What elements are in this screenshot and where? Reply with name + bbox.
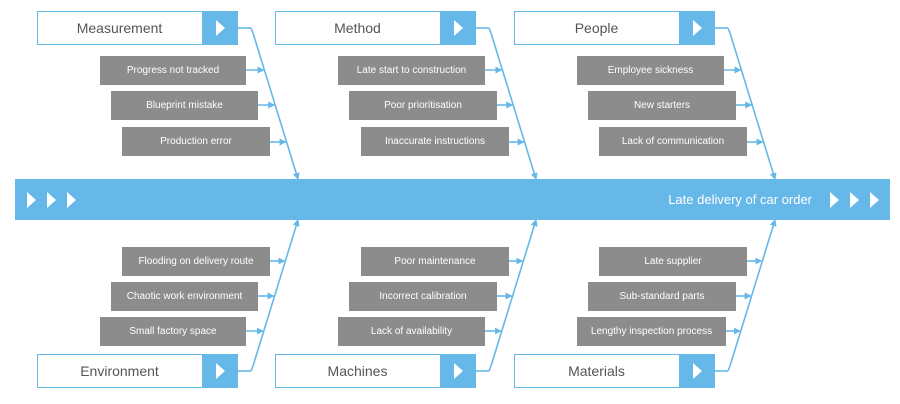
cause-box: Employee sickness bbox=[577, 56, 724, 85]
cause-box: Lack of communication bbox=[599, 127, 747, 156]
category-expand-button[interactable] bbox=[679, 12, 714, 44]
category-bone bbox=[729, 219, 777, 367]
category-method: Method bbox=[275, 11, 476, 45]
bone-connector bbox=[250, 365, 254, 372]
cause-box: Poor maintenance bbox=[361, 247, 509, 276]
category-people: People bbox=[514, 11, 715, 45]
play-icon bbox=[216, 363, 225, 379]
play-icon bbox=[216, 20, 225, 36]
cause-box: Lengthy inspection process bbox=[577, 317, 726, 346]
bone-connector bbox=[727, 27, 731, 34]
category-label: People bbox=[574, 20, 619, 36]
cause-box: New starters bbox=[588, 91, 736, 120]
category-bone bbox=[252, 219, 300, 367]
bone-connector bbox=[727, 365, 731, 372]
effect-spine: Late delivery of car order bbox=[15, 179, 890, 220]
play-icon bbox=[454, 20, 463, 36]
category-label: Environment bbox=[80, 363, 159, 379]
cause-box: Inaccurate instructions bbox=[361, 127, 509, 156]
bone-connector bbox=[488, 27, 492, 34]
category-expand-button[interactable] bbox=[440, 12, 475, 44]
play-icon bbox=[693, 20, 702, 36]
category-expand-button[interactable] bbox=[440, 355, 475, 387]
cause-box: Poor prioritisation bbox=[349, 91, 497, 120]
cause-box: Flooding on delivery route bbox=[122, 247, 270, 276]
category-machines: Machines bbox=[275, 354, 476, 388]
category-bone bbox=[252, 32, 300, 180]
category-expand-button[interactable] bbox=[202, 355, 237, 387]
chevron-right-icon bbox=[47, 192, 56, 208]
effect-label: Late delivery of car order bbox=[668, 192, 812, 207]
category-label: Method bbox=[334, 20, 381, 36]
chevron-right-icon bbox=[67, 192, 76, 208]
cause-box: Lack of availability bbox=[338, 317, 485, 346]
play-icon bbox=[693, 363, 702, 379]
category-bone bbox=[490, 32, 538, 180]
cause-box: Chaotic work environment bbox=[111, 282, 258, 311]
cause-box: Late supplier bbox=[599, 247, 747, 276]
bone-connector bbox=[250, 27, 254, 34]
cause-box: Blueprint mistake bbox=[111, 91, 258, 120]
category-expand-button[interactable] bbox=[202, 12, 237, 44]
category-materials: Materials bbox=[514, 354, 715, 388]
chevron-right-icon bbox=[27, 192, 36, 208]
category-label: Materials bbox=[568, 363, 625, 379]
cause-box: Sub-standard parts bbox=[588, 282, 736, 311]
category-bone bbox=[490, 219, 538, 367]
cause-box: Late start to construction bbox=[338, 56, 485, 85]
category-environment: Environment bbox=[37, 354, 238, 388]
category-bone bbox=[729, 32, 777, 180]
bone-connector bbox=[488, 365, 492, 372]
chevron-right-icon bbox=[830, 192, 839, 208]
category-measurement: Measurement bbox=[37, 11, 238, 45]
category-label: Machines bbox=[327, 363, 388, 379]
chevron-right-icon bbox=[850, 192, 859, 208]
cause-box: Incorrect calibration bbox=[349, 282, 497, 311]
cause-box: Progress not tracked bbox=[100, 56, 246, 85]
cause-box: Small factory space bbox=[100, 317, 246, 346]
category-expand-button[interactable] bbox=[679, 355, 714, 387]
category-label: Measurement bbox=[76, 20, 163, 36]
chevron-right-icon bbox=[870, 192, 879, 208]
play-icon bbox=[454, 363, 463, 379]
cause-box: Production error bbox=[122, 127, 270, 156]
